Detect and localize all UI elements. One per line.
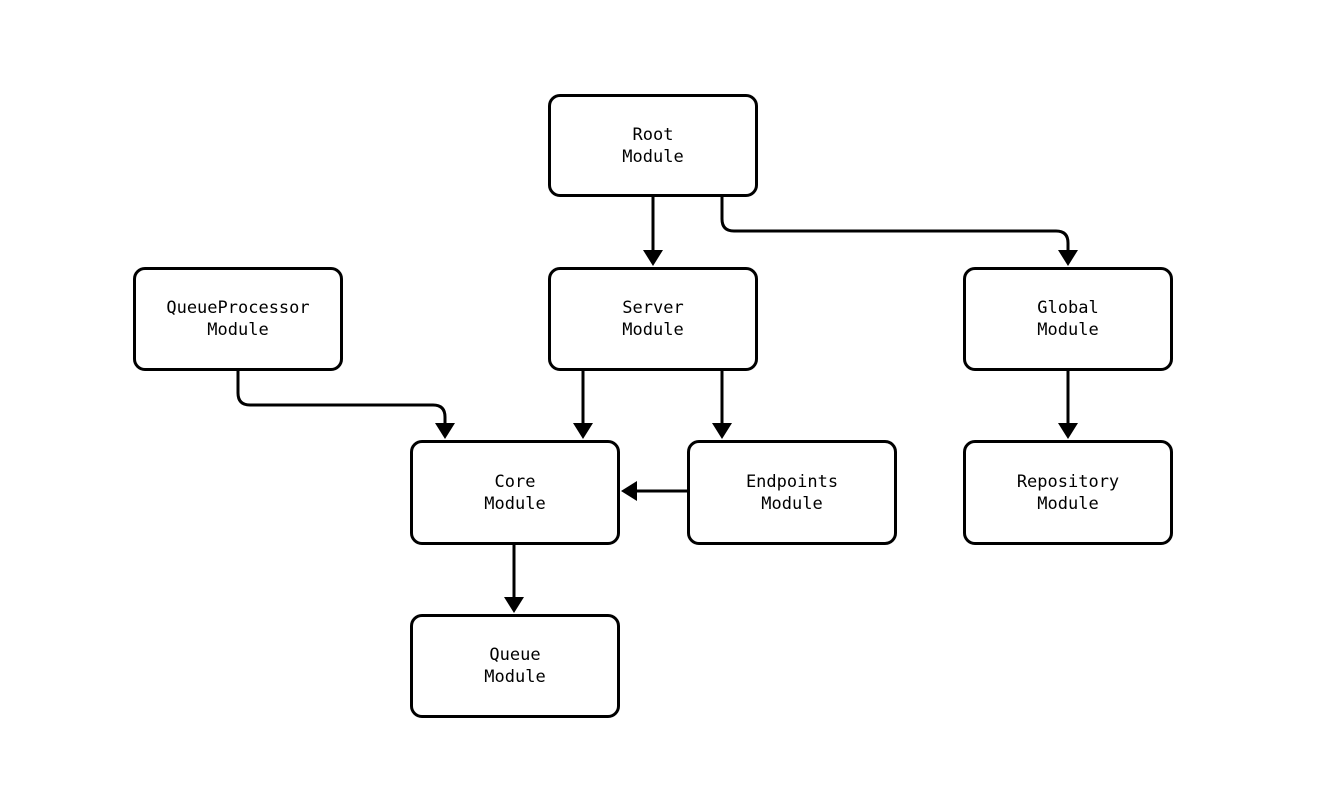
node-label-global: Global Module <box>1037 298 1099 340</box>
edge-queueprocessor-to-core <box>236 371 447 431</box>
node-server[interactable]: Server Module <box>548 267 758 371</box>
arrowhead-endpoints-to-core <box>621 481 637 501</box>
node-label-repository: Repository Module <box>1016 471 1120 514</box>
arrowhead-global-to-repository <box>1058 423 1078 439</box>
node-root[interactable]: Root Module <box>548 94 758 197</box>
node-core[interactable]: Core Module <box>410 440 620 545</box>
node-label-queue: Queue Module <box>484 645 546 687</box>
node-global[interactable]: Global Module <box>963 267 1173 371</box>
node-label-root: Root Module <box>622 124 684 167</box>
arrowhead-server-to-core <box>573 423 593 439</box>
edge-root-to-global <box>720 197 1070 258</box>
node-label-queueprocessor: QueueProcessor Module <box>166 298 310 340</box>
arrowhead-queueprocessor-to-core <box>435 423 455 439</box>
arrowhead-root-to-server <box>643 250 663 266</box>
node-label-core: Core Module <box>484 471 546 514</box>
node-endpoints[interactable]: Endpoints Module <box>687 440 897 545</box>
node-label-server: Server Module <box>622 298 684 340</box>
node-queue[interactable]: Queue Module <box>410 614 620 718</box>
arrowhead-root-to-global <box>1058 250 1078 266</box>
arrowhead-server-to-endpoints <box>712 423 732 439</box>
node-repository[interactable]: Repository Module <box>963 440 1173 545</box>
arrowhead-core-to-queue <box>504 597 524 613</box>
node-queueprocessor[interactable]: QueueProcessor Module <box>133 267 343 371</box>
node-label-endpoints: Endpoints Module <box>745 471 839 514</box>
